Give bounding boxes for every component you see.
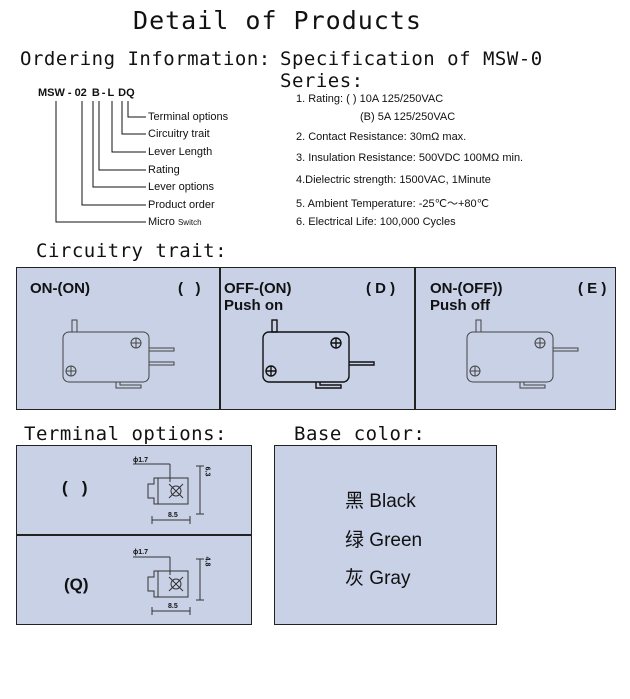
spec-heading: Specification of MSW-0 Series: (280, 48, 543, 92)
micro-switch-drawing-2 (262, 319, 375, 389)
base-color-panel (274, 445, 497, 625)
terminal-q-length: 8.5 (168, 603, 178, 610)
terminal-divider (16, 534, 252, 536)
circuit-on-off-name: ON-(OFF)) Push off (430, 280, 503, 314)
base-color-heading: Base color: (294, 423, 426, 445)
terminal-heading: Terminal options: (24, 423, 227, 445)
color-black-cn: 黑 (345, 490, 365, 512)
circuitry-heading: Circuitry trait: (36, 240, 228, 262)
label-micro-switch: Micro Switch (148, 216, 202, 228)
label-micro: Micro (148, 216, 175, 228)
color-green-en: Green (369, 530, 423, 551)
label-lever-options: Lever options (148, 181, 215, 193)
circuit-on-off-code: ( E ) (578, 280, 607, 297)
model-dash-2: - (101, 87, 106, 99)
label-lever-length: Lever Length (148, 146, 213, 158)
terminal-q-width: 4.8 (203, 556, 211, 567)
terminal-drawing-q (133, 556, 204, 615)
spec-contact-resistance: 2. Contact Resistance: 30mΩ max. (296, 131, 467, 143)
spec-ambient-temperature: 5. Ambient Temperature: -25℃～+80℃ (296, 198, 489, 210)
ordering-heading: Ordering Information: (20, 48, 271, 70)
model-lever: L (107, 87, 115, 99)
spec-rating-b: (B) 5A 125/250VAC (360, 111, 456, 123)
color-gray: 灰 Gray (345, 563, 410, 590)
model-dash-1: - (67, 87, 72, 99)
color-gray-cn: 灰 (345, 567, 365, 589)
micro-switch-drawing-1 (62, 319, 175, 389)
ordering-leader-lines (55, 101, 146, 223)
terminal-q-code: (Q) (64, 575, 89, 594)
color-green: 绿 Green (345, 525, 422, 552)
page-title: Detail of Products (133, 6, 422, 35)
model-series: MSW (38, 87, 65, 99)
model-rating: B (91, 87, 100, 99)
color-black: 黑 Black (345, 486, 416, 513)
circuit-off-on-code: ( D ) (366, 280, 396, 297)
spec-dielectric-strength: 4.Dielectric strength: 1500VAC, 1Minute (296, 174, 491, 186)
label-rating: Rating (148, 164, 180, 176)
terminal-default-code: ( ) (62, 478, 88, 497)
circuitry-divider-2 (414, 267, 416, 410)
circuitry-divider-1 (219, 267, 221, 410)
terminal-default-width: 6.3 (203, 466, 211, 477)
label-circuitry-trait: Circuitry trait (148, 128, 210, 140)
circuit-on-on-code: ( ) (178, 280, 201, 297)
color-gray-en: Gray (369, 568, 411, 589)
label-product-order: Product order (148, 199, 215, 211)
color-green-cn: 绿 (345, 529, 365, 551)
circuit-off-on-name: OFF-(ON) Push on (224, 280, 292, 314)
terminal-default-length: 8.5 (168, 512, 178, 519)
micro-switch-drawing-3 (466, 319, 579, 389)
label-terminal-options: Terminal options (148, 111, 229, 123)
spec-rating: 1. Rating: ( ) 10A 125/250VAC (296, 93, 444, 105)
terminal-q-dia: ϕ1.7 (133, 549, 148, 556)
color-black-en: Black (369, 491, 416, 512)
terminal-drawing-default (133, 463, 204, 524)
spec-electrical-life: 6. Electrical Life: 100,000 Cycles (296, 216, 456, 228)
circuit-on-on-name: ON-(ON) (30, 280, 90, 297)
model-options: DQ (118, 87, 135, 99)
terminal-default-dia: ϕ1.7 (133, 457, 148, 464)
model-product-order: 02 (74, 87, 87, 99)
label-switch: Switch (177, 218, 202, 227)
spec-insulation-resistance: 3. Insulation Resistance: 500VDC 100MΩ m… (296, 152, 524, 164)
